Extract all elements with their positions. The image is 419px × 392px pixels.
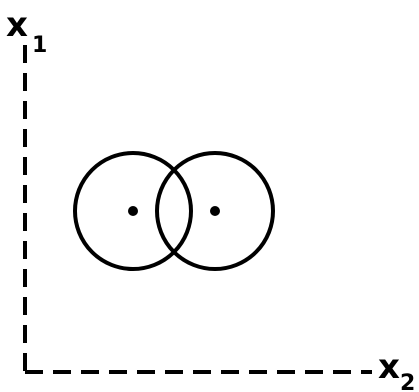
horizontal-axis-label: x [378, 347, 400, 387]
right-circle [155, 151, 275, 271]
right-circle-center-dot [210, 206, 220, 216]
horizontal-axis-subscript: 2 [400, 371, 415, 392]
left-circle-center-dot [128, 206, 138, 216]
vertical-axis-subscript: 1 [32, 33, 47, 58]
left-circle [73, 151, 193, 271]
vertical-axis-label: x [6, 5, 28, 45]
